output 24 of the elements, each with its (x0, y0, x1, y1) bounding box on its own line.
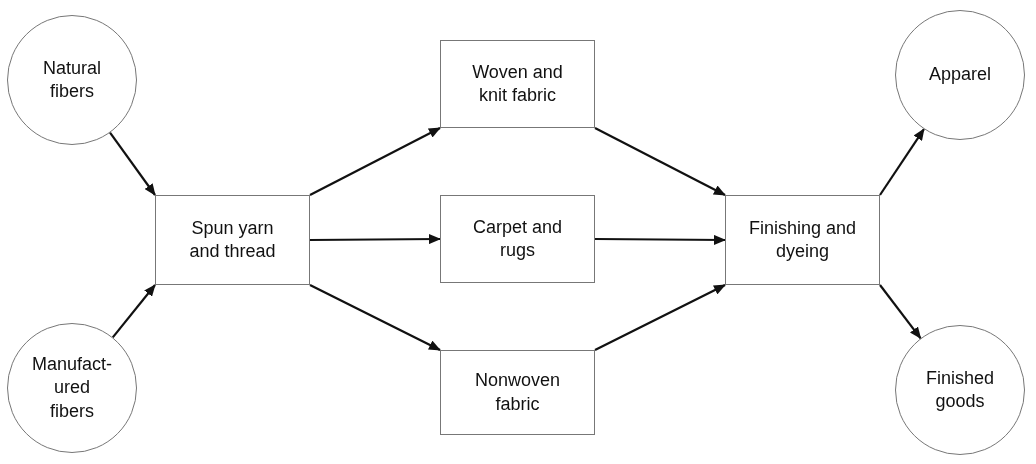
process-box (725, 195, 880, 285)
node-label: Carpet and rugs (471, 215, 564, 262)
node-label: Apparel (928, 63, 991, 87)
arrow (594, 284, 726, 351)
node-label: Natural fibers (42, 56, 102, 103)
node-label: Spun yarn and thread (188, 216, 277, 263)
process-box (440, 350, 595, 435)
node-label: Woven and knit fabric (471, 60, 564, 107)
arrow (594, 127, 726, 196)
node-label: Finished goods (924, 366, 995, 413)
arrow (109, 132, 156, 196)
node-label: Finishing and dyeing (747, 216, 858, 263)
arrow (310, 234, 441, 245)
process-box (155, 195, 310, 285)
arrow (111, 284, 156, 339)
process-box (440, 40, 595, 128)
process-box (440, 195, 595, 283)
node-label: Manufact- ured fibers (32, 352, 112, 423)
arrow (879, 128, 925, 196)
arrow (595, 234, 726, 245)
arrow (309, 127, 441, 196)
node-label: Nonwoven fabric (473, 369, 562, 416)
arrow (309, 284, 441, 351)
arrow (879, 284, 922, 340)
